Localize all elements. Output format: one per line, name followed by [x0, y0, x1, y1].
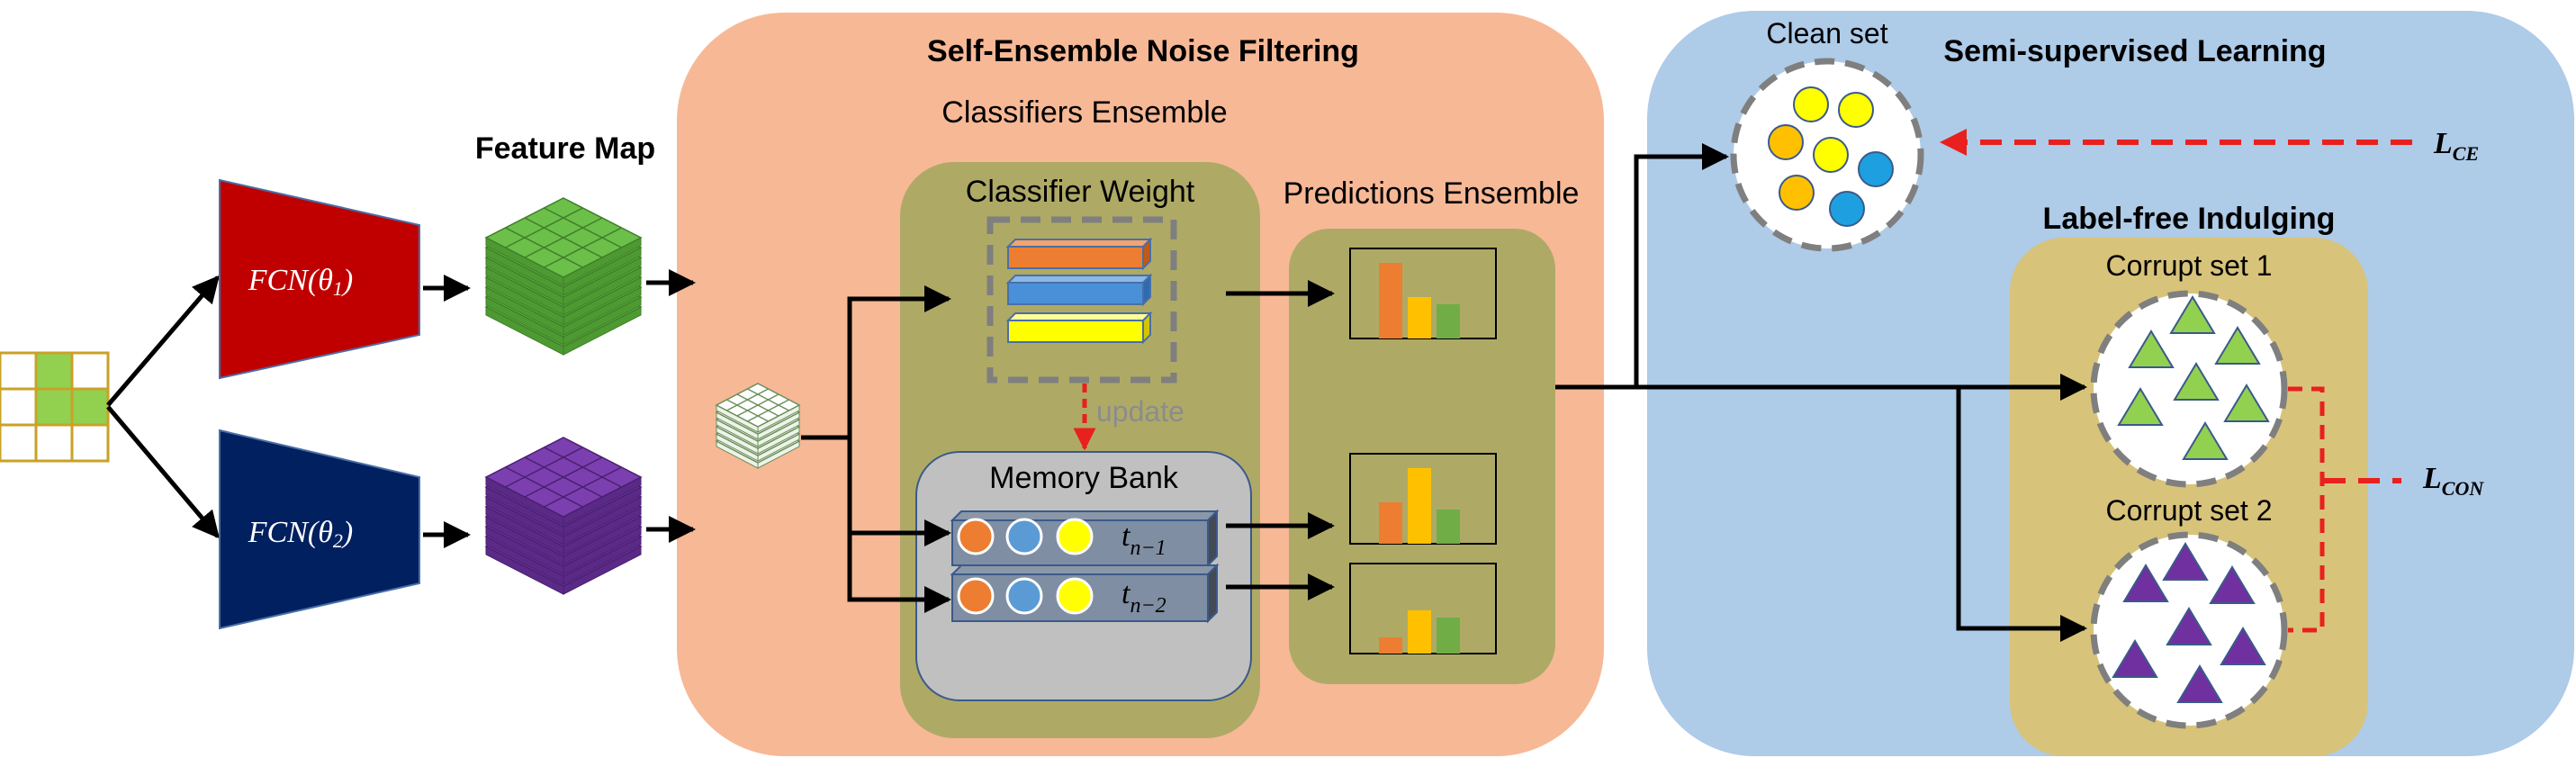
classifier-weight-bar-yellow: [1005, 311, 1153, 345]
fcn1-block: [219, 178, 420, 380]
update-label: update: [1096, 395, 1184, 428]
fcn2-label: FCN(θ2): [248, 516, 353, 552]
corrupt-set-1-title: Corrupt set 1: [2106, 249, 2273, 282]
prediction-chart-3: [1349, 563, 1497, 654]
predictions-ensemble-title: Predictions Ensemble: [1283, 176, 1580, 211]
white-stack-connectors: [801, 285, 951, 613]
classifier-weight-title: Classifier Weight: [966, 175, 1195, 209]
fcn2-block: [219, 429, 420, 630]
green-feature-map-stack: [484, 197, 643, 356]
prediction-chart-1: [1349, 248, 1497, 339]
ssl-title: Semi-supervised Learning: [1943, 34, 2326, 68]
memory-bank-title: Memory Bank: [989, 461, 1179, 495]
lce-label: LCE: [2433, 127, 2479, 165]
clean-set-samples: [1768, 86, 1894, 227]
classifier-weight-bar-blue: [1005, 273, 1153, 307]
input-grid: [0, 351, 110, 463]
lcon-label: LCON: [2422, 462, 2484, 500]
prediction-chart-2: [1349, 453, 1497, 545]
classifiers-ensemble-title: Classifiers Ensemble: [941, 95, 1227, 130]
memory-row-2: [950, 563, 1220, 624]
memory-row-1-label: tn−1: [1121, 519, 1166, 560]
ssl-connectors: [1555, 143, 2087, 642]
classifier-weight-bar-orange: [1005, 237, 1153, 271]
purple-feature-map-stack: [484, 437, 643, 595]
lcon-bracket: [2288, 386, 2325, 633]
input-to-fcn2-arrow: [106, 405, 220, 539]
corrupt-set-2-samples: [2112, 542, 2266, 703]
fcn1-label: FCN(θ1): [248, 264, 353, 300]
sen-filtering-title: Self-Ensemble Noise Filtering: [927, 34, 1359, 68]
input-to-fcn1-arrow: [106, 275, 220, 407]
corrupt-set-2-title: Corrupt set 2: [2106, 494, 2273, 527]
clean-set-title: Clean set: [1766, 17, 1887, 50]
memory-row-1: [950, 509, 1220, 568]
corrupt-set-1-samples: [2117, 295, 2270, 460]
white-feature-map-stack: [715, 383, 801, 469]
predictions-ensemble-panel: [1289, 229, 1555, 684]
feature-map-title: Feature Map: [475, 131, 655, 166]
label-free-title: Label-free Indulging: [2043, 202, 2336, 236]
memory-row-2-label: tn−2: [1121, 577, 1166, 618]
classifier-weight-box: [986, 216, 1177, 384]
